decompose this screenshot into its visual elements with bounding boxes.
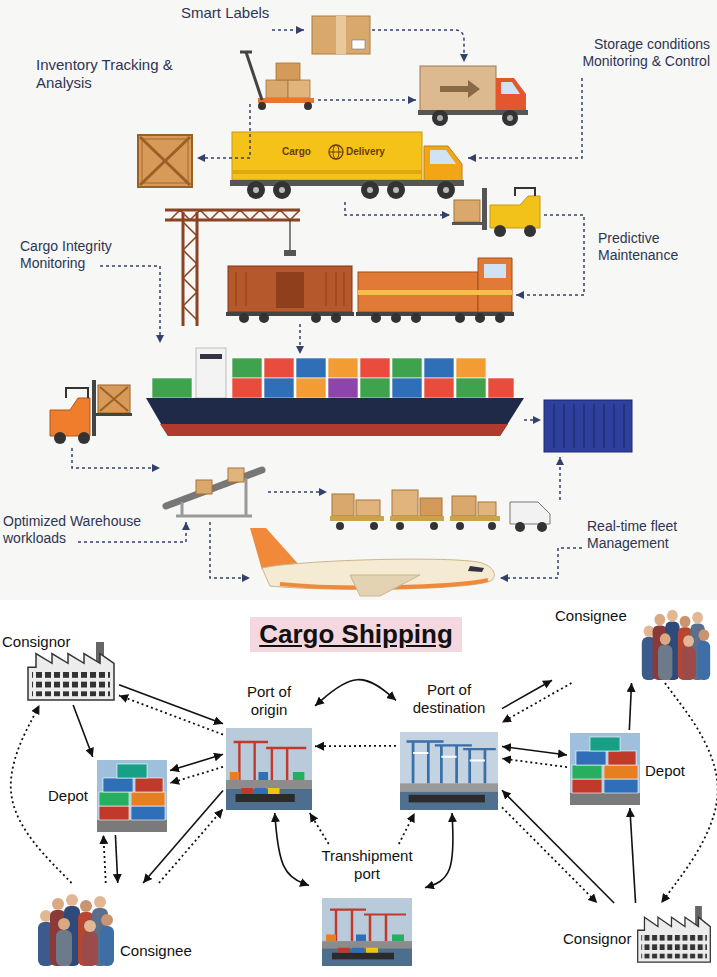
dotted-flow-arrow — [661, 683, 717, 903]
truck-lettering: Delivery — [346, 146, 385, 158]
node-label: Depot — [48, 787, 88, 805]
callout-label: Smart Labels — [181, 4, 269, 22]
small-forklift — [50, 380, 132, 444]
node-box: Port of destination — [396, 678, 502, 813]
node-box: Depot — [45, 757, 170, 835]
node-box: Depot — [567, 730, 688, 808]
baggage-carts — [330, 490, 550, 532]
truck-lettering: Cargo — [282, 146, 311, 158]
flow-arrow — [170, 754, 223, 770]
callout-label: Optimized Warehouse workloads — [3, 513, 165, 547]
node-label: Depot — [645, 762, 685, 780]
leader-lines — [72, 30, 584, 578]
conveyor — [166, 468, 262, 516]
flow-arrow — [502, 680, 552, 708]
node-label: Consignor — [563, 930, 631, 948]
cargo-truck — [230, 132, 464, 199]
dotted-flow-arrow — [119, 695, 223, 734]
dotted-flow-arrow — [315, 745, 396, 747]
callout-label: Inventory Tracking & Analysis — [36, 56, 176, 92]
callout-label: Storage conditions Monitoring & Control — [556, 36, 710, 70]
parcel-box — [312, 16, 370, 54]
delivery-van — [418, 66, 528, 126]
flow-arrow — [115, 835, 117, 883]
node-box: Transhipment port — [309, 844, 425, 969]
dotted-flow-arrow — [159, 809, 223, 883]
flow-arrow — [425, 813, 453, 888]
node-box: Port of origin — [223, 680, 315, 813]
dotted-flow-arrow — [399, 813, 415, 844]
container-ship — [146, 348, 524, 436]
dotted-flow-arrow — [103, 835, 105, 883]
dotted-flow-arrow — [502, 759, 567, 768]
top-ground — [0, 0, 717, 600]
node-box: Consignor — [560, 903, 715, 967]
callout-label: Real-time fleet Management — [587, 518, 713, 552]
shipping-container — [544, 400, 632, 452]
node-label: Port of origin — [229, 683, 309, 719]
flow-arrow — [502, 746, 567, 755]
node-label: Port of destination — [399, 681, 499, 717]
node-label: Transhipment port — [312, 847, 422, 883]
flow-arrow — [502, 790, 614, 903]
node-label: Consignee — [555, 607, 627, 625]
cargo-plane — [250, 528, 494, 596]
wooden-crate — [138, 135, 192, 187]
freight-train — [226, 258, 514, 323]
flow-arrow — [73, 705, 93, 757]
flow-arrow — [315, 680, 396, 706]
node-label: Consignor — [2, 633, 70, 651]
flow-arrow — [629, 683, 631, 730]
node-pictures — [28, 610, 710, 966]
callout-label: Cargo Integrity Monitoring — [20, 238, 138, 272]
flow-arrow — [630, 808, 636, 903]
pallet-jack — [240, 52, 314, 110]
node-box: Consignee — [33, 883, 195, 969]
dotted-flow-arrow — [170, 767, 223, 783]
node-label: Consignee — [120, 942, 192, 960]
flow-arrow — [143, 791, 223, 883]
flow-arrow — [119, 685, 223, 724]
node-box: Consignee — [552, 599, 715, 683]
flow-arrow — [275, 813, 309, 886]
diagram-title: Cargo Shipping — [250, 617, 462, 652]
dotted-flow-arrow — [502, 807, 597, 903]
callout-label: Predictive Maintenance — [598, 230, 710, 264]
dotted-flow-arrow — [502, 683, 572, 722]
node-box: Consignor — [0, 630, 119, 705]
forklift — [452, 188, 540, 237]
dotted-flow-arrow — [310, 813, 329, 844]
